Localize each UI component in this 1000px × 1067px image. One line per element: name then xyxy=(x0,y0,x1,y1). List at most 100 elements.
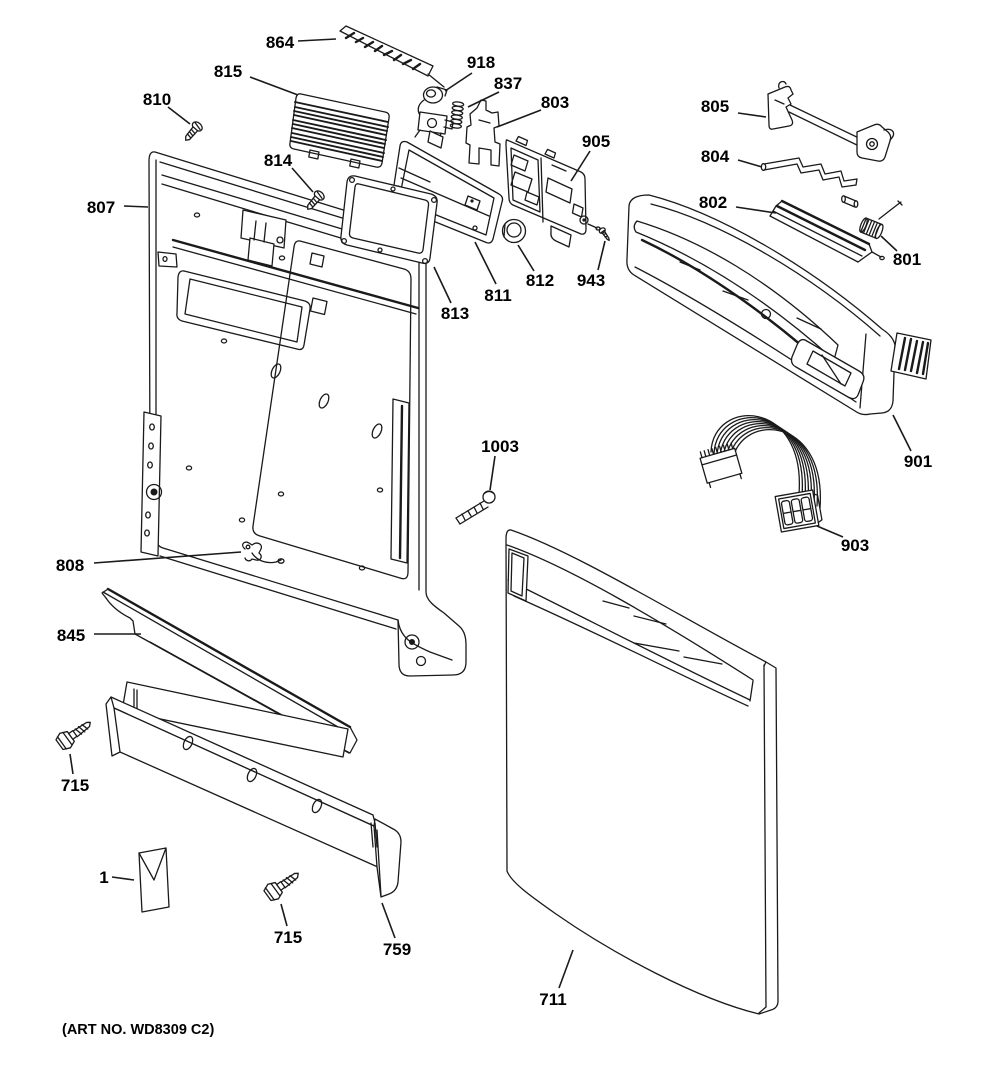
part-864-vent-grille xyxy=(339,25,445,88)
callout-845: 845 xyxy=(57,626,141,645)
leader-line xyxy=(467,91,500,108)
part-813-panel-gasket xyxy=(340,175,438,265)
leader-line xyxy=(444,72,473,92)
part-808-door-stop xyxy=(242,541,285,564)
callout-label: 1 xyxy=(99,868,108,887)
part-812-knob xyxy=(501,218,527,244)
callout-812: 812 xyxy=(517,244,554,290)
leader-line xyxy=(433,266,452,304)
part-759-kick-panel xyxy=(105,681,402,898)
callout-label: 901 xyxy=(904,452,932,471)
leader-line xyxy=(249,76,299,96)
part-810-screw xyxy=(185,121,203,141)
part-901-escutcheon-panel xyxy=(626,194,896,416)
leader-line xyxy=(489,455,496,491)
leader-line xyxy=(517,244,535,272)
callout-label: 807 xyxy=(87,198,115,217)
callout-804: 804 xyxy=(701,147,763,168)
part-711-outer-door-panel xyxy=(505,529,779,1015)
leader-line xyxy=(496,109,542,128)
callout-1003: 1003 xyxy=(481,437,519,491)
callout-813: 813 xyxy=(433,266,469,323)
part-901-end-spring xyxy=(890,332,932,380)
ribbon-connector-right xyxy=(774,489,823,533)
callout-label: 903 xyxy=(841,536,869,555)
leader-line xyxy=(558,949,574,989)
callout-label: 803 xyxy=(541,93,569,112)
callout-807: 807 xyxy=(87,198,149,217)
leader-line xyxy=(123,205,149,208)
callout-808: 808 xyxy=(56,551,242,575)
part-815-access-grille xyxy=(289,93,390,169)
part-1-literature-envelope xyxy=(138,847,170,913)
callout-label: 715 xyxy=(61,776,89,795)
part-715-screw-left xyxy=(55,721,91,751)
callout-864: 864 xyxy=(266,33,337,52)
callout-901: 901 xyxy=(892,414,932,471)
part-807-inner-door-panel xyxy=(140,151,467,677)
part-943-screw xyxy=(598,227,610,242)
leader-line xyxy=(880,235,898,252)
part-837-spring xyxy=(449,101,465,129)
leader-line xyxy=(597,240,606,271)
callout-943: 943 xyxy=(577,240,606,290)
part-804-link-rod xyxy=(760,157,859,208)
callout-837: 837 xyxy=(467,74,522,108)
callout-label: 943 xyxy=(577,271,605,290)
callout-810: 810 xyxy=(143,90,191,125)
callout-label: 759 xyxy=(383,940,411,959)
callouts: 864 815 810 807 814 918 837 803 xyxy=(56,33,932,1009)
leader-line xyxy=(93,551,242,564)
callout-label: 814 xyxy=(264,151,293,170)
callout-803: 803 xyxy=(496,93,569,128)
ribbon-connector-left xyxy=(699,442,743,489)
callout-814: 814 xyxy=(264,151,314,193)
part-814-screw xyxy=(307,190,325,210)
part-845-trim-strip xyxy=(101,587,358,754)
callout-805: 805 xyxy=(701,97,767,118)
callout-label: 815 xyxy=(214,62,242,81)
part-918-door-latch xyxy=(414,86,454,141)
callout-715-right: 715 xyxy=(274,903,302,947)
part-803-bracket xyxy=(465,99,501,167)
part-805-handle-bracket xyxy=(767,80,895,162)
callout-1: 1 xyxy=(99,868,135,887)
leader-line xyxy=(167,106,191,125)
callout-label: 1003 xyxy=(481,437,519,456)
callout-label: 812 xyxy=(526,271,554,290)
callout-label: 801 xyxy=(893,250,921,269)
callout-label: 711 xyxy=(539,990,566,1009)
leader-line xyxy=(816,525,844,538)
leader-line xyxy=(737,112,767,118)
part-715-screw-right xyxy=(263,872,299,902)
callout-label: 805 xyxy=(701,97,729,116)
part-903-ribbon-cable xyxy=(699,415,823,533)
callout-759: 759 xyxy=(381,902,411,959)
leader-line xyxy=(474,241,497,285)
callout-802: 802 xyxy=(699,193,777,214)
leader-line xyxy=(111,876,135,881)
callout-811: 811 xyxy=(474,241,512,305)
callout-label: 905 xyxy=(582,132,610,151)
leader-line xyxy=(291,167,314,193)
leader-line xyxy=(737,159,763,168)
part-801-thumbscrew xyxy=(859,200,903,240)
callout-801: 801 xyxy=(880,235,921,269)
callout-label: 811 xyxy=(484,286,511,305)
callout-711: 711 xyxy=(539,949,574,1009)
callout-label: 810 xyxy=(143,90,171,109)
callout-label: 802 xyxy=(699,193,727,212)
part-905-control-module xyxy=(505,135,601,248)
callout-label: 804 xyxy=(701,147,730,166)
leader-line xyxy=(892,414,912,452)
leader-line xyxy=(735,206,777,214)
callout-label: 864 xyxy=(266,33,295,52)
callout-715-left: 715 xyxy=(61,753,89,795)
callout-label: 918 xyxy=(467,53,495,72)
callout-label: 808 xyxy=(56,556,84,575)
callout-815: 815 xyxy=(214,62,299,96)
callout-label: 813 xyxy=(441,304,469,323)
leader-line xyxy=(280,903,288,927)
callout-label: 715 xyxy=(274,928,302,947)
